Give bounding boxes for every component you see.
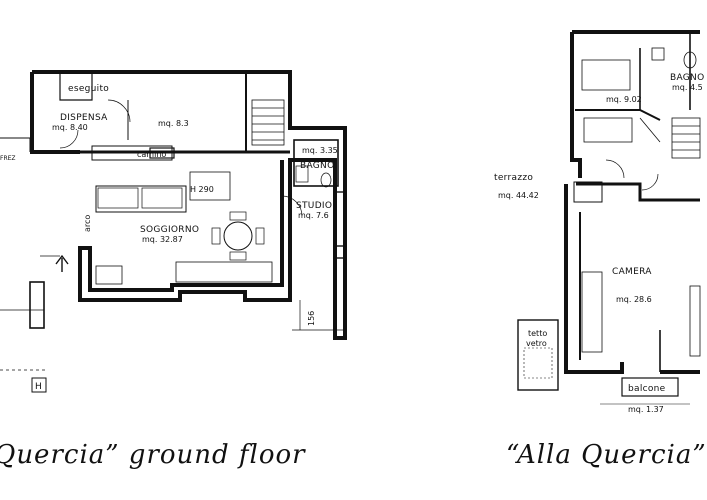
soggiorno-area: mq. 32.87 xyxy=(142,235,183,244)
vetro-label: vetro xyxy=(526,339,547,348)
balcone-label: balcone xyxy=(628,384,666,394)
ground-floor-labels: eseguito DISPENSA mq. 8.40 mq. 8.3 camin… xyxy=(0,84,338,392)
camera-area: mq. 28.6 xyxy=(616,295,652,304)
glass-roof xyxy=(517,319,559,391)
dispensa-area: mq. 8.40 xyxy=(52,123,88,132)
height-label: H 290 xyxy=(190,185,214,194)
arco-label: arco xyxy=(83,215,92,232)
camino-label: camino xyxy=(137,150,166,159)
soggiorno-label: SOGGIORNO xyxy=(140,225,199,235)
dispensa-label: DISPENSA xyxy=(60,113,108,123)
studio-label: STUDIO xyxy=(296,201,332,211)
bedroom-small-area: mq. 9.02 xyxy=(606,95,642,104)
camera-label: CAMERA xyxy=(612,267,652,277)
floor-plans: eseguito DISPENSA mq. 8.40 mq. 8.3 camin… xyxy=(0,30,704,414)
first-outer-walls xyxy=(564,30,700,374)
ground-stairs xyxy=(251,99,285,146)
h-marker-label: H xyxy=(35,382,42,392)
terrazzo-area: mq. 44.42 xyxy=(498,191,539,200)
ground-floor-plan xyxy=(0,70,347,393)
dimension-label: 156 xyxy=(307,311,316,326)
tetto-label: tetto xyxy=(528,329,547,338)
frez-label: FREZ xyxy=(0,155,16,162)
bagno-area: mq. 3.35 xyxy=(302,146,338,155)
first-floor-caption: “Alla Quercia” xyxy=(506,440,707,470)
kitchen-area: mq. 8.3 xyxy=(158,119,189,128)
bagno-upper-label: BAGNO xyxy=(670,73,704,83)
bagno-label: BAGNO xyxy=(300,161,334,171)
dining-table xyxy=(223,221,253,251)
first-floor-labels: mq. 9.02 BAGNO mq. 4.5 terrazzo mq. 44.4… xyxy=(494,73,704,414)
balcone-area: mq. 1.37 xyxy=(628,405,664,414)
studio-area: mq. 7.6 xyxy=(298,211,329,220)
first-floor-plan xyxy=(517,30,701,405)
eseguito-label: eseguito xyxy=(68,84,109,94)
ground-floor-caption: Quercia” ground floor xyxy=(0,440,306,470)
bagno-upper-area: mq. 4.5 xyxy=(672,83,703,92)
terrazzo-label: terrazzo xyxy=(494,173,533,183)
